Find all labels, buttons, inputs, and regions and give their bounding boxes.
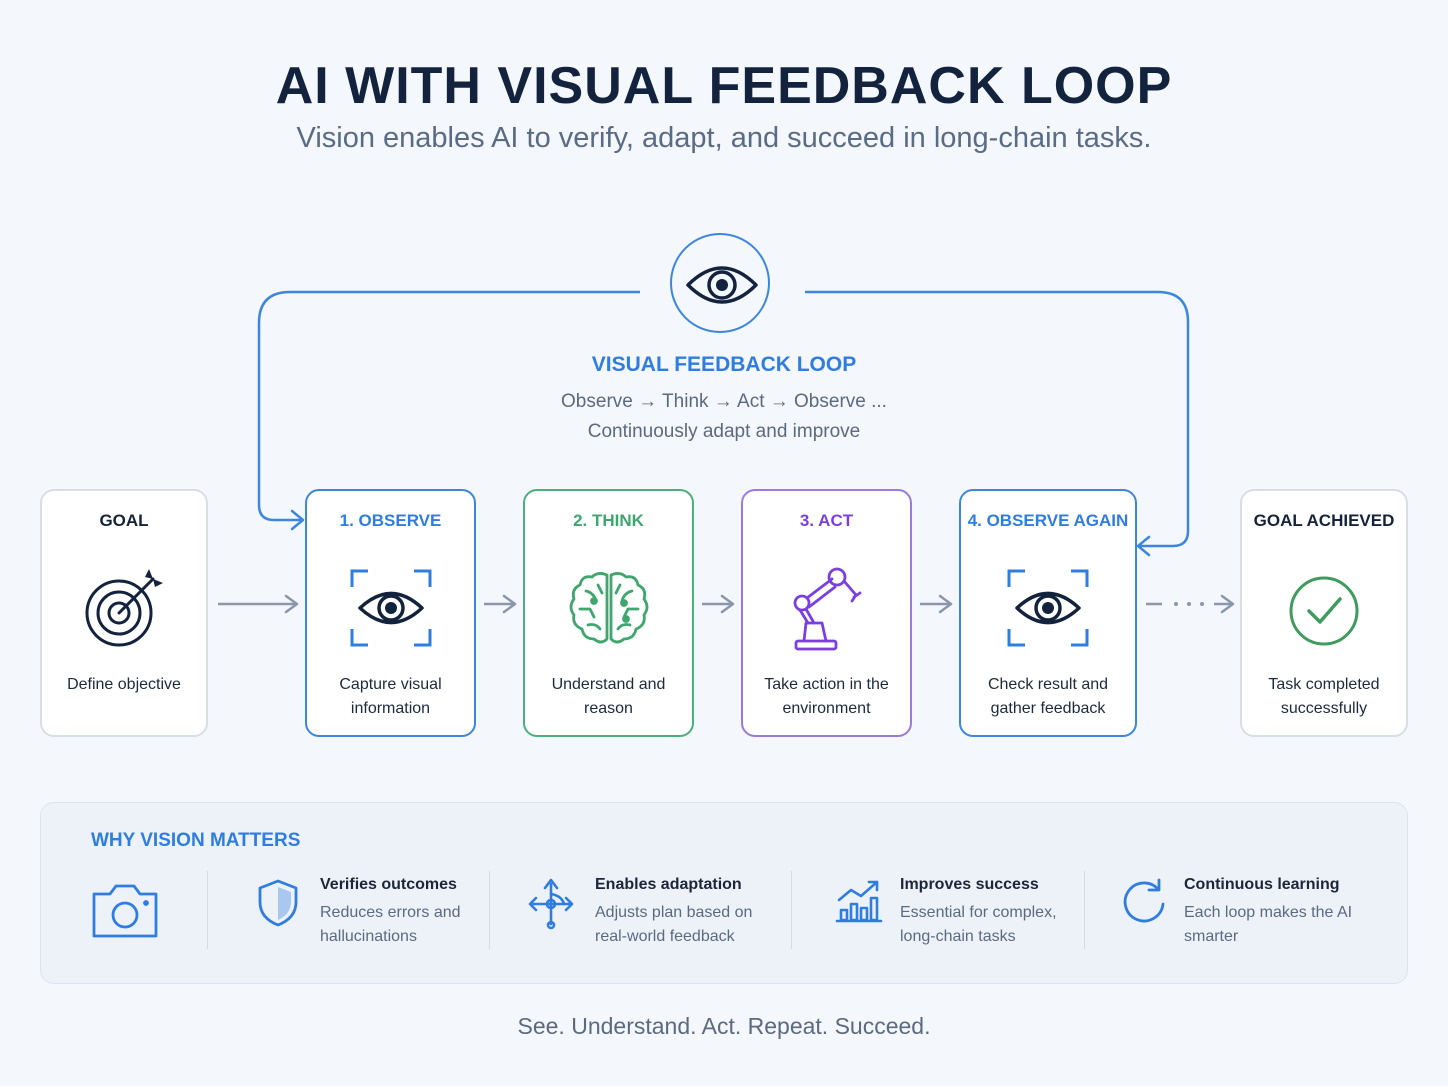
step-description: Capture visual information	[339, 676, 442, 717]
step-title: GOAL ACHIEVED	[1253, 511, 1395, 530]
feature-description: Adjusts plan based on real-world feedbac…	[595, 904, 753, 945]
feature-title: Verifies outcomes	[320, 876, 457, 893]
divider	[1084, 871, 1085, 949]
move-arrows-icon	[526, 876, 576, 935]
flow-arrow	[920, 594, 953, 614]
growth-chart-icon	[835, 878, 883, 929]
why-vision-panel	[40, 802, 1408, 984]
flow-arrow	[218, 594, 299, 614]
step-card-observe: 1. OBSERVE Capture visual information	[305, 489, 476, 737]
step-title: 3. ACT	[799, 511, 854, 530]
eye-icon	[346, 563, 436, 658]
flow-arrow	[484, 594, 517, 614]
step-title: 2. THINK	[573, 511, 644, 530]
step-card-goal-achieved: GOAL ACHIEVED Task completed successfull…	[1240, 489, 1408, 737]
divider	[791, 871, 792, 949]
step-title: GOAL	[99, 511, 149, 530]
step-description: Define objective	[67, 676, 181, 693]
divider	[489, 871, 490, 949]
step-title: 4. OBSERVE AGAIN	[967, 511, 1129, 530]
step-card-act: 3. ACT Take action in the environment	[741, 489, 912, 737]
feature-title: Enables adaptation	[595, 876, 742, 893]
step-card-observe-again: 4. OBSERVE AGAIN Check result and gather…	[959, 489, 1137, 737]
step-description: Check result and gather feedback	[987, 676, 1109, 717]
brain-icon	[564, 563, 654, 658]
step-description: Understand and reason	[551, 676, 666, 717]
loop-eye-badge	[670, 233, 770, 333]
feature-description: Reduces errors and hallucinations	[320, 904, 461, 945]
step-card-goal: GOAL Define objective	[40, 489, 208, 737]
feature-title: Improves success	[900, 876, 1039, 893]
why-vision-title: WHY VISION MATTERS	[91, 830, 301, 851]
loop-sequence: Observe → Think → Act → Observe ...	[561, 391, 887, 412]
step-card-think: 2. THINK Understand and reason	[523, 489, 694, 737]
step-description: Task completed successfully	[1268, 676, 1380, 717]
loop-title: VISUAL FEEDBACK LOOP	[591, 353, 857, 376]
target-icon	[79, 563, 169, 658]
refresh-icon	[1120, 876, 1170, 931]
feedback-loop-connector	[257, 290, 1190, 557]
robot-arm-icon	[782, 563, 872, 658]
divider	[207, 871, 208, 949]
feature-description: Each loop makes the AI smarter	[1184, 904, 1353, 945]
eye-icon	[1003, 563, 1093, 658]
shield-icon	[256, 878, 300, 933]
feature-description: Essential for complex, long-chain tasks	[900, 904, 1057, 945]
page-subtitle: Vision enables AI to verify, adapt, and …	[296, 122, 1152, 154]
page-title: AI WITH VISUAL FEEDBACK LOOP	[275, 57, 1173, 115]
feature-title: Continuous learning	[1184, 876, 1340, 893]
eye-icon	[686, 266, 758, 304]
loop-description: Continuously adapt and improve	[587, 421, 861, 442]
step-description: Take action in the environment	[764, 676, 889, 717]
footer-tagline: See. Understand. Act. Repeat. Succeed.	[517, 1013, 931, 1039]
camera-icon	[90, 880, 160, 945]
flow-arrow-dashed	[1146, 594, 1235, 614]
checkmark-circle-icon	[1279, 563, 1369, 658]
flow-arrow	[702, 594, 735, 614]
step-title: 1. OBSERVE	[339, 511, 442, 530]
